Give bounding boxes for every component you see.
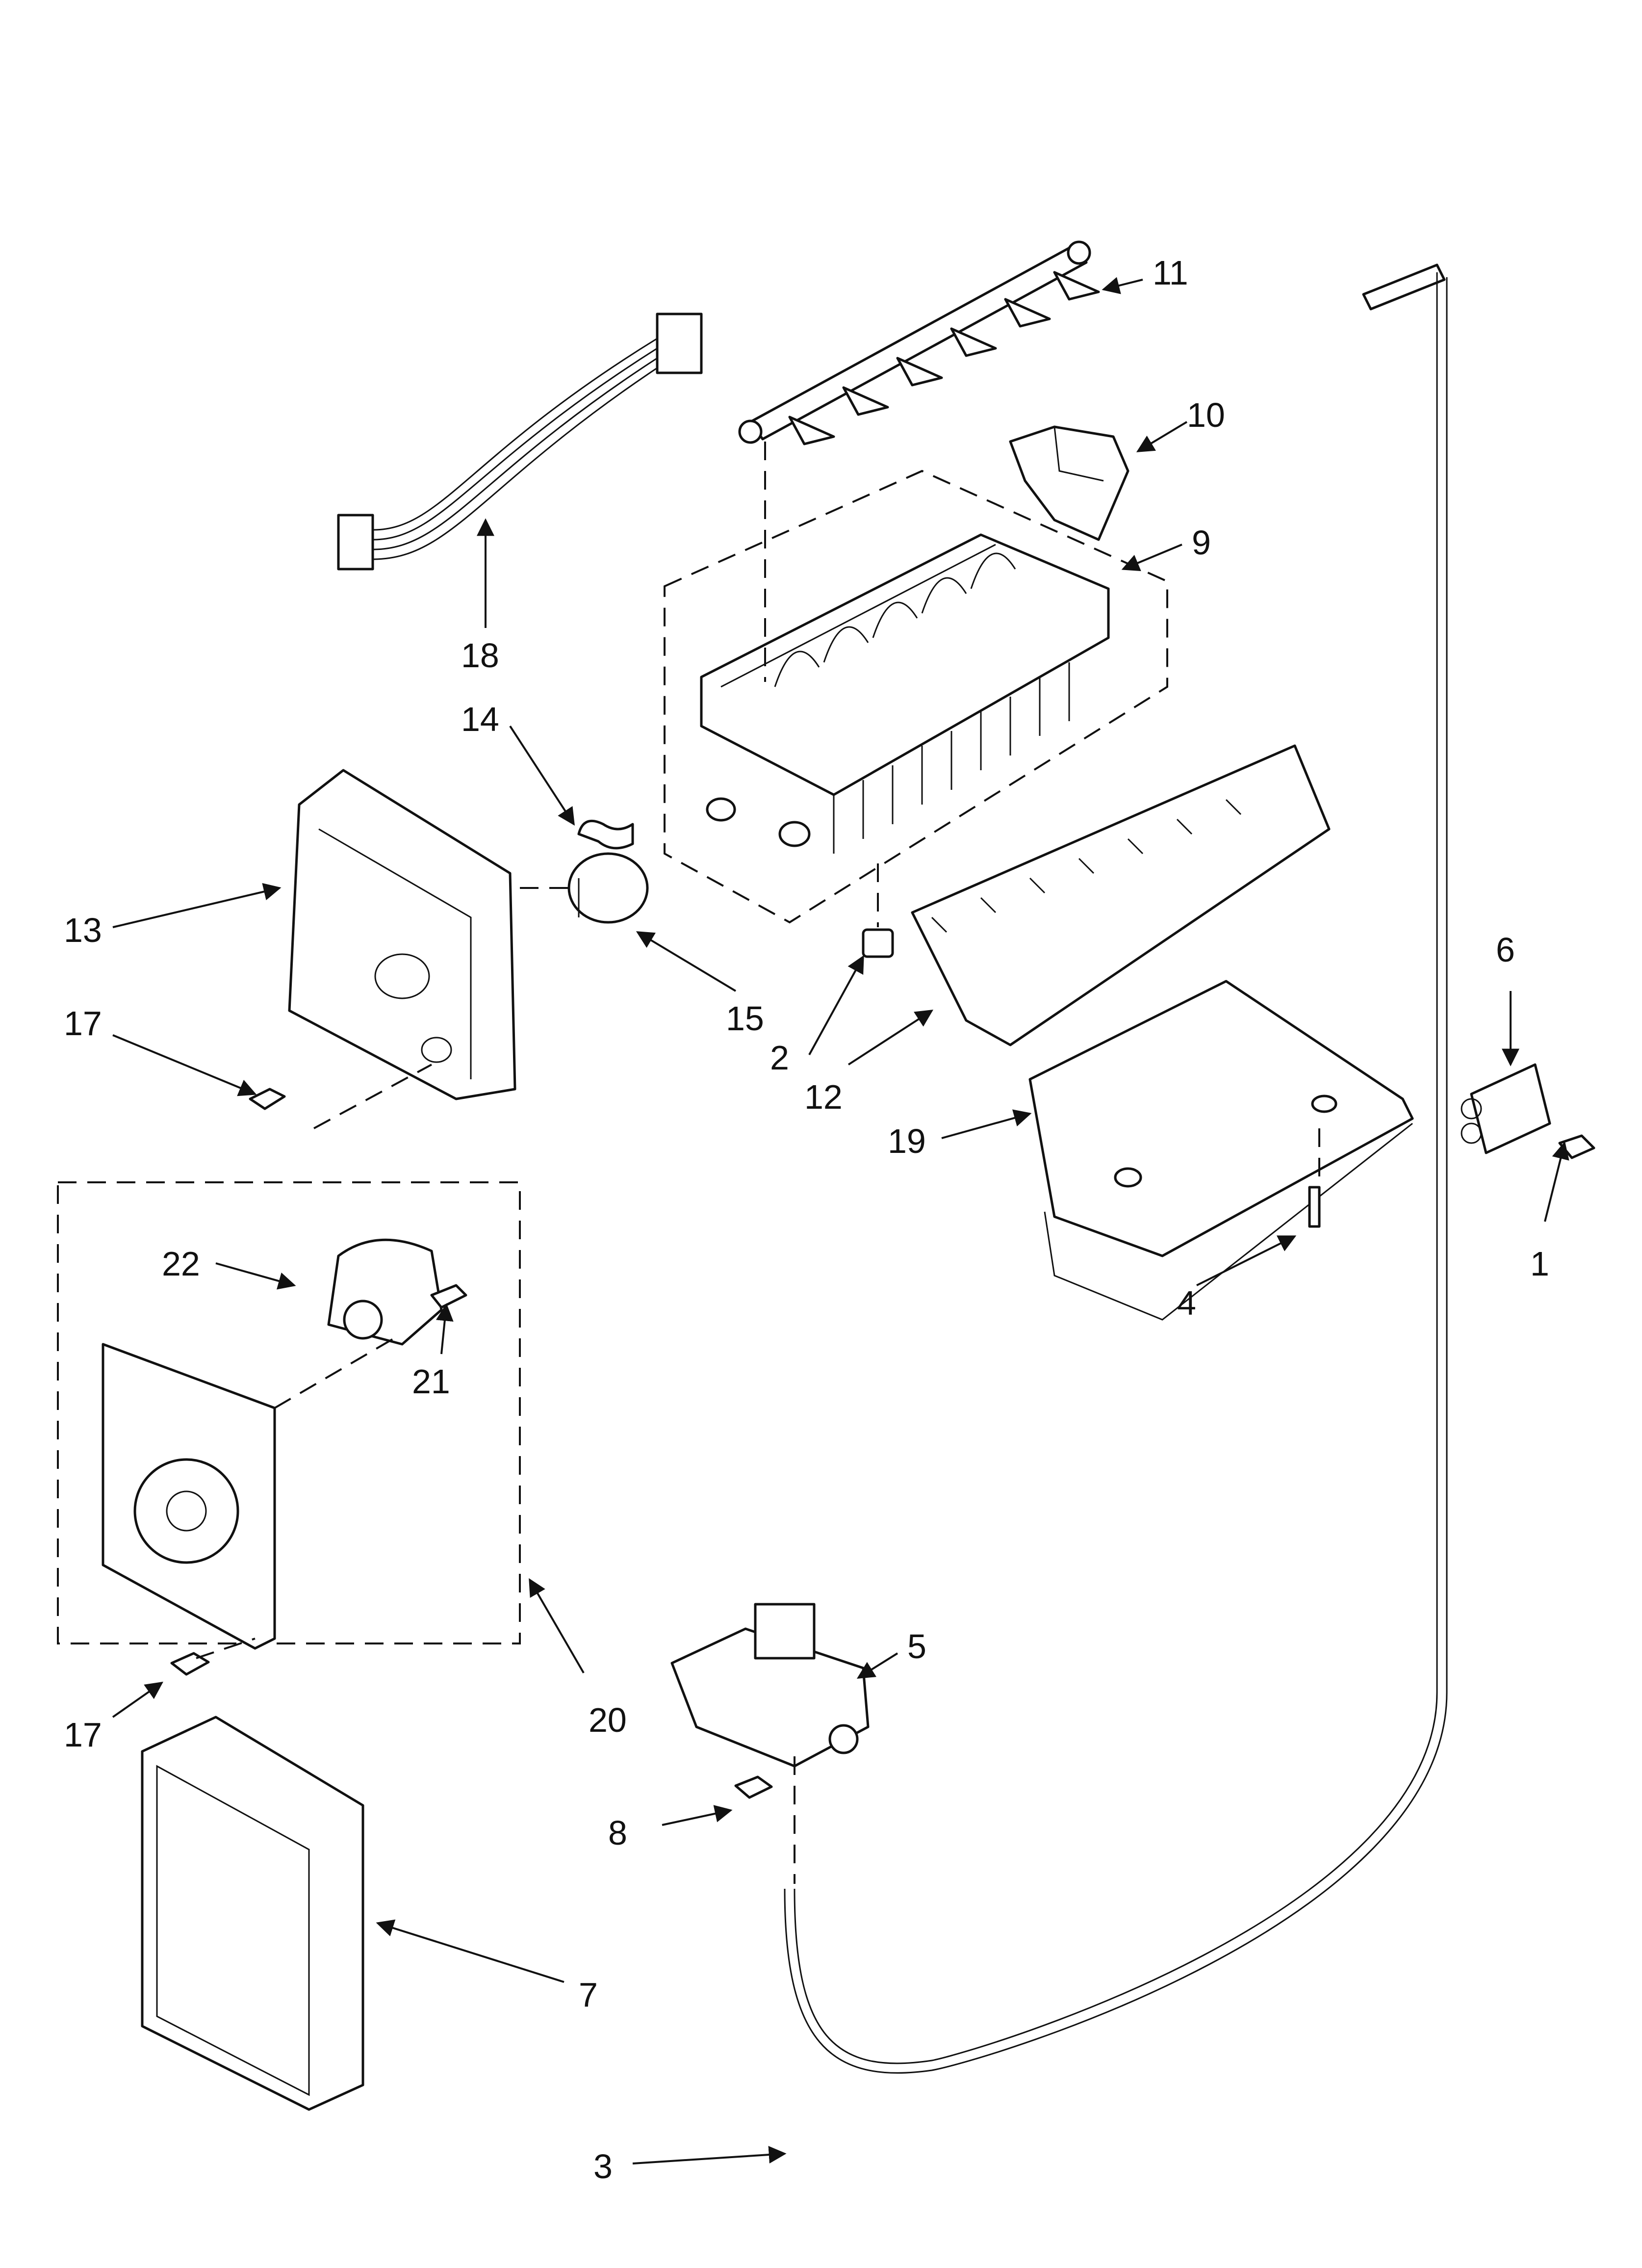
ice-tray-part bbox=[1028, 980, 1414, 1321]
screw-17-upper-part bbox=[249, 1088, 286, 1110]
callout-3: 3 bbox=[593, 2147, 613, 2186]
callout-17-upper: 17 bbox=[64, 1004, 102, 1043]
wire-harness-part bbox=[337, 313, 703, 571]
clip-part bbox=[862, 928, 894, 958]
cover-part bbox=[141, 1716, 364, 2111]
icemaker-mold-part bbox=[664, 469, 1168, 924]
callout-17-lower: 17 bbox=[64, 1716, 102, 1754]
callout-14: 14 bbox=[461, 700, 499, 738]
module-plate-part bbox=[102, 1343, 276, 1650]
control-module-box bbox=[57, 1181, 521, 1644]
callout-22: 22 bbox=[162, 1245, 200, 1283]
motor-part bbox=[327, 1238, 443, 1346]
callout-20: 20 bbox=[589, 1701, 627, 1739]
callout-13: 13 bbox=[64, 911, 102, 949]
callout-8: 8 bbox=[608, 1814, 627, 1852]
callout-4: 4 bbox=[1177, 1284, 1196, 1322]
callout-11: 11 bbox=[1153, 254, 1188, 292]
ejector-shaft-part bbox=[738, 240, 1100, 445]
callout-5: 5 bbox=[907, 1627, 926, 1666]
callout-21: 21 bbox=[412, 1362, 450, 1401]
water-tube-part bbox=[784, 263, 1448, 2074]
callout-10: 10 bbox=[1187, 396, 1225, 434]
clip-14-part bbox=[577, 819, 634, 850]
callout-15: 15 bbox=[726, 999, 764, 1038]
callout-19: 19 bbox=[888, 1122, 926, 1160]
callout-6: 6 bbox=[1496, 931, 1515, 969]
assembly-dash-lines bbox=[196, 442, 1320, 1884]
callout-1: 1 bbox=[1530, 1245, 1549, 1283]
tube-bracket-part bbox=[1461, 1063, 1551, 1154]
callout-12: 12 bbox=[804, 1078, 843, 1116]
leader-lines bbox=[112, 277, 1569, 2164]
fill-cup-part bbox=[1009, 425, 1129, 541]
screw-1-part bbox=[1558, 1134, 1595, 1159]
screw-4-part bbox=[1308, 1186, 1321, 1228]
callout-7: 7 bbox=[579, 1976, 598, 2014]
callout-18: 18 bbox=[461, 636, 499, 675]
callout-labels: 11 10 9 18 14 13 15 2 12 19 17 6 1 4 22 … bbox=[64, 254, 1549, 2186]
water-valve-part bbox=[670, 1603, 870, 1768]
callout-2: 2 bbox=[770, 1039, 789, 1077]
screw-8-part bbox=[734, 1775, 773, 1799]
housing-part bbox=[288, 769, 516, 1100]
callout-9: 9 bbox=[1192, 523, 1211, 562]
ice-stripper-part bbox=[911, 744, 1331, 1046]
screw-17-lower-part bbox=[170, 1652, 210, 1676]
thermostat-part bbox=[567, 852, 649, 924]
